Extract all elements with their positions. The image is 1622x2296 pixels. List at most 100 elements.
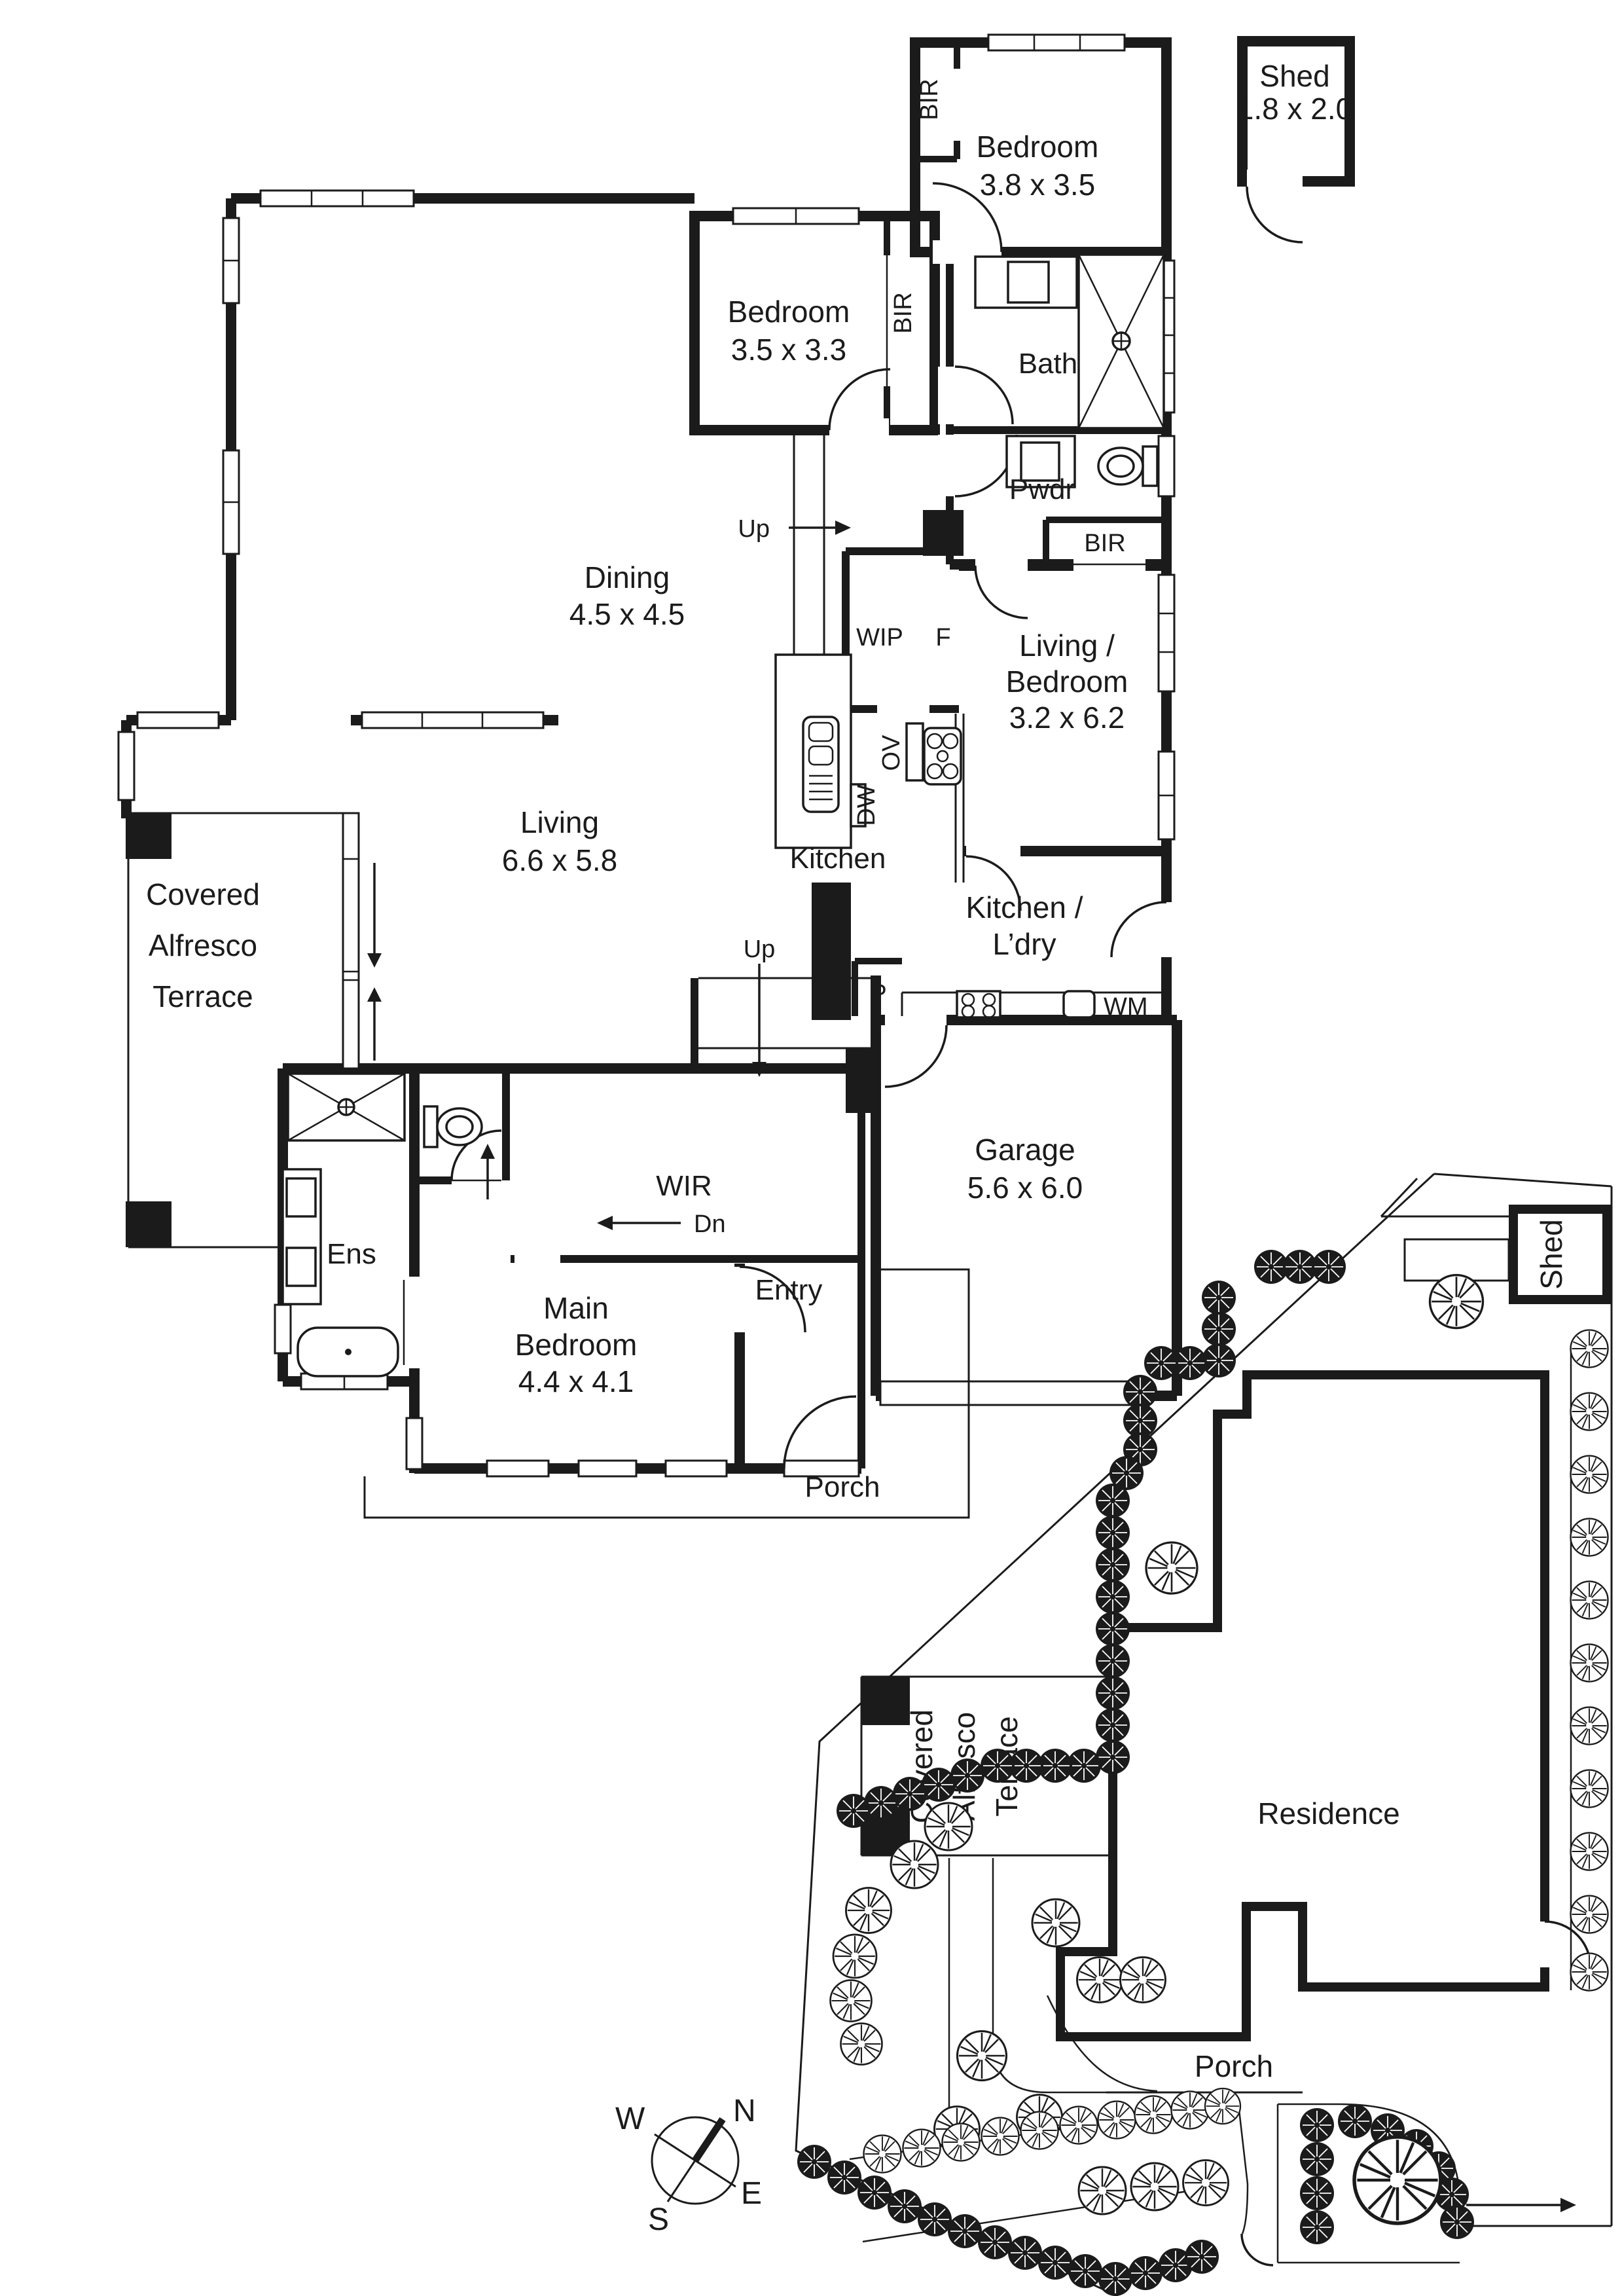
ens-sink [285, 1247, 317, 1287]
bathtub [297, 1326, 399, 1377]
compass-e: E [741, 2176, 762, 2211]
window [1157, 435, 1176, 498]
kitchen-ldry-line1: Kitchen / [966, 890, 1083, 924]
site-porch-label: Porch [1195, 2049, 1273, 2083]
bedroom2-dims: 3.5 x 3.3 [731, 333, 846, 367]
bir2-label: BIR [890, 292, 917, 333]
living-dims: 6.6 x 5.8 [502, 843, 617, 877]
porch-outline [363, 1268, 970, 1519]
compass-rose: N W E S [615, 2094, 762, 2237]
living-bedroom-line1: Living / [1019, 629, 1115, 663]
entry-label: Entry [755, 1274, 823, 1306]
bath-shower [1077, 253, 1165, 429]
fridge-label: F [935, 624, 950, 651]
ens-label: Ens [327, 1238, 376, 1270]
living-bedroom-line2: Bedroom [1006, 665, 1128, 699]
wir-label: WIR [656, 1170, 712, 1202]
up2-label: Up [744, 936, 776, 963]
terrace-post [126, 813, 171, 859]
residence-label: Residence [1257, 1796, 1399, 1831]
window [486, 1459, 550, 1478]
sliding-door [342, 812, 382, 1070]
stairs-up-hall [793, 434, 846, 661]
terrace-post [126, 1201, 171, 1247]
window [361, 711, 545, 729]
dining-label: Dining [585, 560, 670, 594]
wc-toilet [423, 1105, 483, 1148]
bedroom1-label: Bedroom [977, 130, 1099, 164]
dishwasher [850, 783, 867, 828]
pwdr-toilet [1097, 445, 1159, 487]
site-residence: Residence Porch [1056, 1370, 1592, 2094]
window [577, 1459, 638, 1478]
door-arcs [450, 182, 1303, 1469]
up1-label: Up [738, 515, 770, 543]
window [222, 217, 240, 304]
main-bedroom-line1: Main [543, 1291, 609, 1325]
window [1157, 574, 1176, 693]
terrace-line2: Alfresco [149, 928, 257, 962]
terrace-line3: Terrace [153, 979, 253, 1013]
compass-w: W [615, 2102, 645, 2136]
site-shed: Shed [1509, 1205, 1612, 1304]
garden-paths [849, 1858, 1461, 2267]
porch-label: Porch [805, 1471, 880, 1503]
site-plan: Shed Residence Porch Covered Alfresco Te… [795, 1173, 1613, 2296]
window [274, 1303, 292, 1355]
bedroom2-label: Bedroom [728, 295, 850, 329]
cooktop-oven [905, 714, 965, 883]
shed-label: Shed [1259, 59, 1329, 93]
floorplan-labels: Shed 1.8 x 2.0 Bedroom 3.8 x 3.5 BIR Bed… [146, 59, 1352, 1503]
bath-label: Bath [1018, 348, 1078, 380]
terrace-line1: Covered [146, 877, 260, 911]
living-bedroom-dims: 3.2 x 6.2 [1009, 701, 1125, 735]
laundry-bench [852, 958, 1161, 1019]
window [136, 711, 220, 729]
window [405, 1417, 424, 1470]
bir1-label: BIR [916, 79, 943, 120]
kitchen-island [774, 653, 867, 849]
site-shed-label: Shed [1534, 1219, 1568, 1289]
main-bedroom-line2: Bedroom [515, 1328, 638, 1362]
compass-s: S [648, 2202, 669, 2237]
dn-label: Dn [694, 1211, 726, 1238]
garage-label: Garage [975, 1133, 1075, 1167]
garage-dims: 5.6 x 6.0 [967, 1171, 1083, 1205]
compass-needle [692, 2117, 726, 2163]
hedges [797, 1249, 1475, 2296]
window [1157, 750, 1176, 841]
wm-label: WM [1104, 993, 1148, 1021]
direction-arrows [480, 520, 851, 1230]
living-label: Living [520, 805, 599, 839]
ens-shower [287, 1072, 406, 1142]
window [987, 33, 1126, 52]
pwdr-label: Pwdr [1009, 473, 1075, 505]
fixtures [281, 253, 1165, 1377]
oven-label: OV [878, 735, 905, 771]
bir3-label: BIR [1084, 530, 1125, 557]
alfresco-terrace-outline [126, 812, 382, 1248]
pantry-label: P [870, 980, 886, 1008]
compass-n: N [733, 2094, 756, 2128]
stairs-up-garage-side [698, 977, 871, 1049]
pwdr-sink [1020, 441, 1060, 482]
garage-door [879, 1380, 1132, 1406]
washing-machine [1062, 990, 1096, 1019]
shed-dims: 1.8 x 2.0 [1237, 92, 1352, 126]
window [732, 207, 860, 225]
bedroom1-dims: 3.8 x 3.5 [980, 168, 1095, 202]
dining-dims: 4.5 x 4.5 [569, 597, 685, 631]
window [117, 731, 135, 801]
window [259, 189, 415, 208]
dw-label: DW [853, 784, 880, 826]
window [222, 449, 240, 555]
kitchen-label: Kitchen [790, 843, 886, 875]
window [664, 1459, 728, 1478]
wip-label: WIP [856, 624, 903, 651]
floor-plan: Shed 1.8 x 2.0 Bedroom 3.8 x 3.5 BIR Bed… [117, 33, 1355, 1519]
ens-sink [285, 1177, 317, 1218]
main-bedroom-dims: 4.4 x 4.1 [518, 1364, 634, 1398]
kitchen-ldry-line2: L’dry [992, 927, 1056, 961]
